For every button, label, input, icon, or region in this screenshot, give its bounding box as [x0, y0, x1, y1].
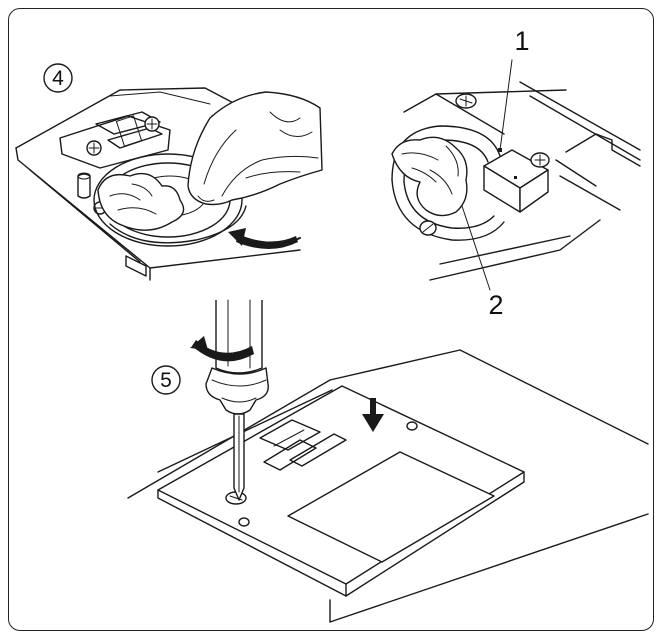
screw-icon	[86, 140, 102, 156]
screw-icon	[455, 93, 477, 109]
down-arrow-icon	[362, 398, 384, 432]
screw-icon	[419, 220, 437, 236]
step4-number: 4	[52, 67, 64, 90]
step4-left-panel	[15, 87, 323, 281]
screw-icon	[530, 152, 550, 168]
callout-part-2: 2	[488, 290, 503, 320]
step4-right-panel	[391, 59, 641, 291]
step5-marker: 5	[151, 365, 181, 395]
step5-panel	[127, 299, 649, 623]
screw-icon	[144, 116, 160, 132]
step5-number: 5	[160, 369, 172, 392]
rotate-arrow-icon	[190, 336, 254, 362]
callout-part-1: 1	[514, 26, 529, 56]
step4-marker: 4	[43, 63, 73, 93]
